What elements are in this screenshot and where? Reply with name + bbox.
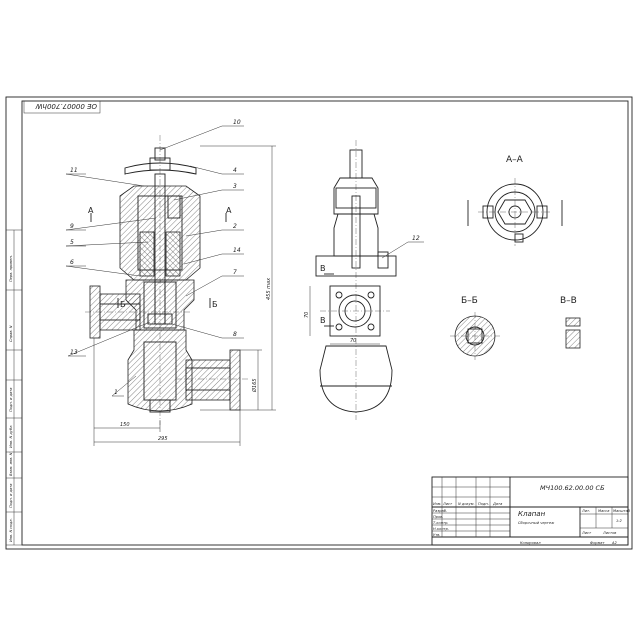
stamp-code: OE 00007.700hW: [35, 102, 97, 110]
side-label: Подп. и дата: [9, 388, 13, 412]
section-mark-v: В: [320, 264, 326, 273]
part-leaders: 10 4 11 3 9 5 2 6 14 7 13 8 1: [65, 119, 244, 397]
part-number: 9: [70, 223, 74, 230]
section-mark-a: А: [226, 206, 232, 215]
sheet-label: Лист: [581, 531, 592, 535]
col-sign: Подп.: [478, 502, 489, 506]
front-section-view: [85, 135, 250, 425]
section-vv-title: В–В: [560, 296, 577, 306]
row-tkontr: Т.контр.: [433, 521, 449, 525]
part-number: 5: [70, 239, 74, 246]
stamp-code-box: OE 00007.700hW: [23, 100, 101, 114]
side-label: Взам. инв. N: [9, 452, 13, 476]
side-view-annotations: В В 12 70 70: [304, 235, 424, 345]
part-number: 10: [233, 119, 241, 126]
title-main: Клапан: [518, 510, 546, 518]
side-label: Справ. N: [9, 325, 13, 342]
part-number: 3: [233, 183, 237, 190]
row-prov: Пров.: [433, 515, 443, 519]
section-bb-title: Б–Б: [461, 296, 478, 306]
part-number: 8: [233, 331, 237, 338]
side-label: Инв. N подл.: [9, 518, 13, 542]
sheets-label: Листов: [602, 531, 616, 535]
part-number: 12: [412, 235, 420, 242]
lit-label: Лит.: [581, 509, 590, 513]
section-aa-title: А–А: [506, 155, 524, 165]
format-label: Формат: [590, 541, 605, 545]
part-number: 13: [70, 349, 78, 356]
row-razrab: Разраб.: [433, 509, 447, 513]
section-aa: А–А: [467, 155, 563, 246]
col-doc: N докум.: [458, 502, 475, 506]
section-mark-b: Б: [120, 300, 126, 309]
copied-label: Копировал: [520, 541, 541, 545]
part-number: 7: [233, 269, 237, 276]
section-bb: Б–Б: [450, 296, 500, 360]
part-number: 11: [70, 167, 78, 174]
row-nkontr: Н.контр.: [433, 527, 449, 531]
part-number: 1: [114, 389, 118, 396]
title-sub: Сборочный чертеж: [518, 521, 555, 525]
title-block: Изм. Лист N докум. Подп. Дата Разраб. Пр…: [431, 476, 631, 546]
side-label: Перв. примен.: [9, 255, 13, 282]
scale-label: Масштаб: [613, 509, 631, 513]
section-vv: В–В: [560, 296, 581, 349]
part-number: 2: [233, 223, 237, 230]
section-markers-main: А А Б Б: [88, 206, 232, 309]
mass-label: Масса: [598, 509, 609, 513]
side-label: Подп. и дата: [9, 484, 13, 508]
col-izm: Изм.: [433, 502, 441, 506]
section-mark-b: Б: [212, 300, 218, 309]
dim-165: Ø165: [251, 379, 258, 393]
col-date: Дата: [492, 502, 502, 506]
part-number: 4: [233, 167, 237, 174]
section-mark-v: В: [320, 316, 326, 325]
col-list: Лист: [442, 502, 453, 506]
part-number: 14: [233, 247, 241, 254]
dim-455: 455 max: [266, 278, 272, 300]
side-strip: Перв. примен. Справ. N Подп. и дата Инв.…: [5, 229, 23, 546]
format-value: A2: [611, 541, 617, 545]
section-mark-a: А: [88, 206, 94, 215]
dim-70-vertical: 70: [304, 312, 310, 318]
dim-150: 150: [120, 422, 130, 428]
side-label: Инв. N дубл.: [9, 424, 13, 448]
dim-70-horizontal: 70: [350, 338, 356, 344]
main-dimensions: 150 295 455 max Ø165: [93, 145, 276, 446]
dim-295: 295: [158, 436, 168, 442]
part-number: 6: [70, 259, 74, 266]
side-view: [315, 140, 397, 420]
row-utv: Утв.: [433, 533, 441, 537]
document-code: MЧ100.62.00.00 СБ: [540, 484, 605, 492]
scale-value: 1:2: [616, 519, 622, 523]
